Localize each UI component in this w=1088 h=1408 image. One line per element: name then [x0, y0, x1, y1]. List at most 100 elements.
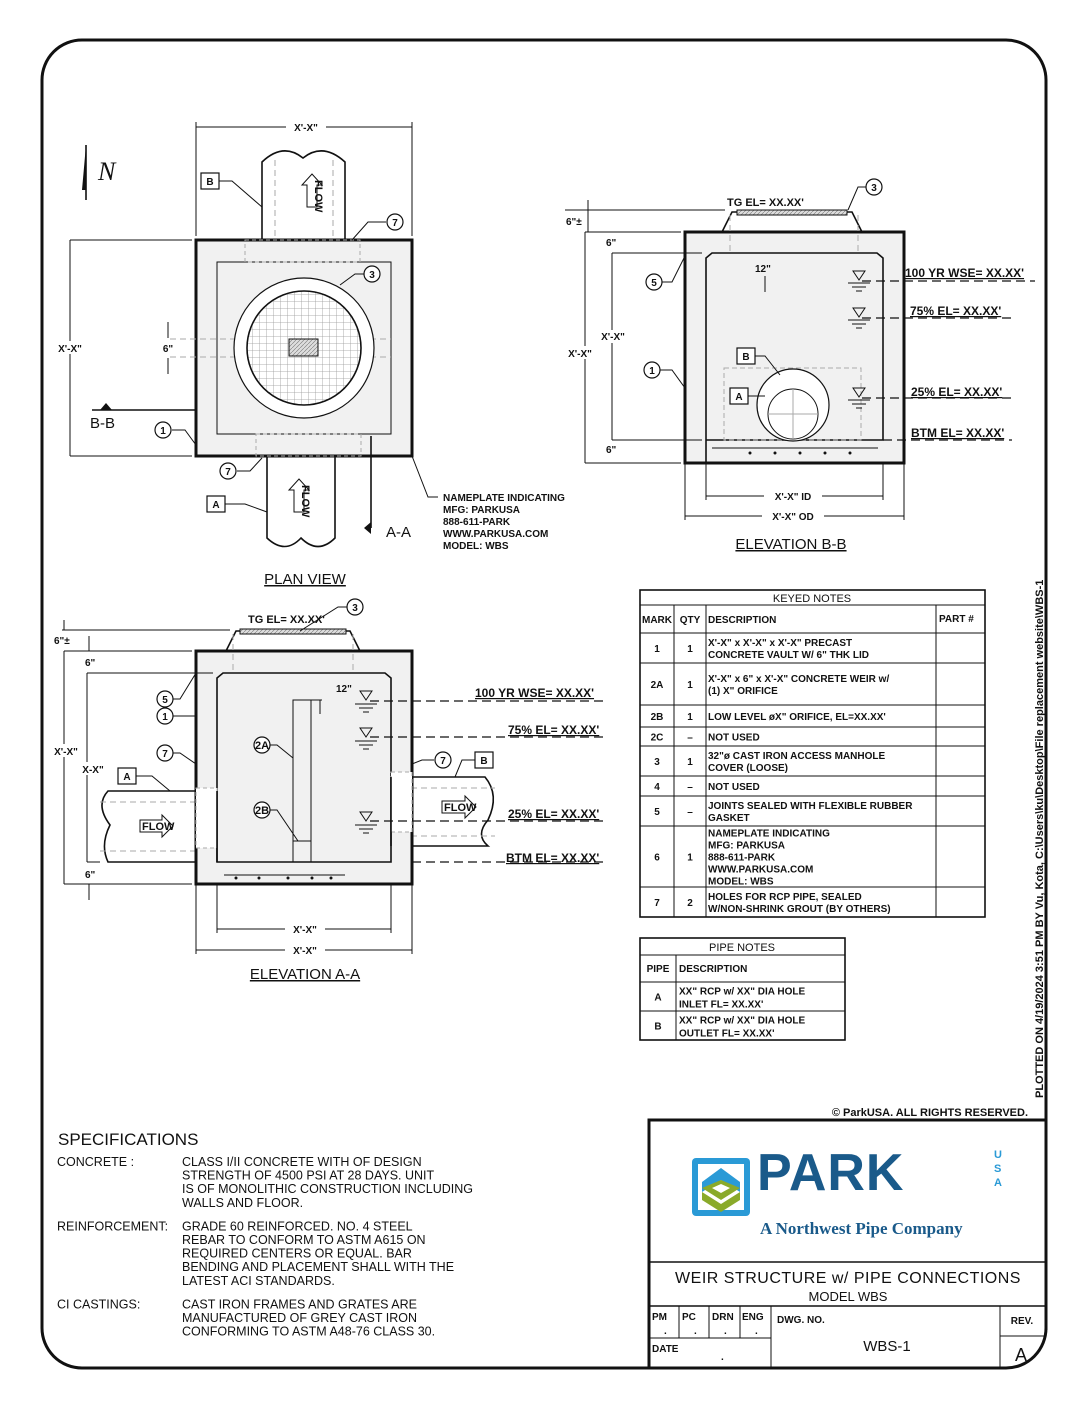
flow-label: FLOW: [299, 485, 311, 518]
date-value: .: [721, 1352, 724, 1363]
svg-text:888-611-PARK: 888-611-PARK: [443, 517, 511, 528]
pc-label: PC: [682, 1312, 696, 1323]
outer-height-dim: X'-X": [54, 747, 78, 758]
spec-text: REQUIRED CENTERS OR EQUAL. BAR: [182, 1247, 412, 1261]
note-mark: 2B: [651, 712, 664, 723]
inner-width-dim: X'-X": [293, 925, 317, 936]
callout-7: 7: [392, 218, 398, 229]
tg-elevation: TG EL= XX.XX': [727, 197, 804, 209]
water-level-icon: [848, 387, 870, 409]
spec-text: IS OF MONOLITHIC CONSTRUCTION INCLUDING: [182, 1182, 473, 1196]
eng-label: ENG: [742, 1312, 764, 1323]
spec-text: CONFORMING TO ASTM A48-76 CLASS 30.: [182, 1325, 435, 1339]
water-level-icon: [355, 811, 377, 834]
specifications: SPECIFICATIONS CONCRETE : CLASS I/II CONC…: [57, 1130, 473, 1339]
note-qty: 1: [687, 853, 693, 864]
dim-12: 12": [755, 264, 771, 275]
callout-1: 1: [649, 366, 655, 377]
note-description: CONCRETE VAULT W/ 6" THK LID: [708, 650, 869, 661]
dwg-no: WBS-1: [863, 1338, 911, 1355]
section-aa-marker: A-A: [386, 524, 411, 541]
note-mark: 5: [654, 807, 660, 818]
spec-item: CI CASTINGS: CAST IRON FRAMES AND GRATES …: [57, 1297, 435, 1338]
callout-5: 5: [651, 278, 657, 289]
tg-elevation: TG EL= XX.XX': [248, 614, 325, 626]
note-description: NOT USED: [708, 782, 760, 793]
note-description: NAMEPLATE INDICATING: [708, 829, 830, 840]
outer-height-dim: X'-X": [568, 349, 592, 360]
spec-text: CAST IRON FRAMES AND GRATES ARE: [182, 1297, 417, 1311]
spec-text: CLASS I/II CONCRETE WITH OF DESIGN: [182, 1155, 422, 1169]
callout-7: 7: [162, 749, 168, 760]
note-mark: 2C: [651, 733, 664, 744]
note-qty: 1: [687, 712, 693, 723]
header-part: PART #: [939, 614, 974, 625]
note-description: 888-611-PARK: [708, 853, 776, 864]
spec-text: GRADE 60 REINFORCED. NO. 4 STEEL: [182, 1219, 413, 1233]
north-label: N: [97, 157, 117, 186]
spec-text: LATEST ACI STANDARDS.: [182, 1274, 335, 1288]
note-qty: 1: [687, 757, 693, 768]
keyed-note-row: 2C–NOT USED: [651, 733, 760, 744]
header-description: DESCRIPTION: [708, 615, 776, 626]
plan-length-dim: X'-X": [58, 344, 82, 355]
dim-6-top: 6": [606, 238, 617, 249]
el25-label: 25% EL= XX.XX': [508, 807, 599, 821]
plot-stamp: PLOTTED ON 4/19/2024 3:51 PM BY Vu, Kota…: [1034, 580, 1046, 1098]
note-description: 32"ø CAST IRON ACCESS MANHOLE: [708, 751, 885, 762]
spec-label: CONCRETE :: [57, 1155, 134, 1169]
water-level-icon: [355, 727, 377, 750]
pipe-id: A: [654, 993, 661, 1004]
btm-label: BTM EL= XX.XX': [911, 426, 1004, 440]
flow-label: FLOW: [312, 180, 324, 213]
note-description: X'-X" x 6" x X'-X" CONCRETE WEIR w/: [708, 674, 889, 685]
flow-arrow-icon: FLOW: [287, 478, 311, 518]
callout-7: 7: [440, 756, 446, 767]
note-mark: 3: [654, 757, 660, 768]
water-level-icon: [848, 270, 870, 292]
keyed-note-row: 5–JOINTS SEALED WITH FLEXIBLE RUBBERGASK…: [654, 801, 913, 824]
spec-text: MANUFACTURED OF GREY CAST IRON: [182, 1311, 417, 1325]
low-level-orifice: [292, 840, 312, 863]
svg-text:MODEL: WBS: MODEL: WBS: [443, 541, 509, 552]
callout-2b: 2B: [255, 805, 269, 817]
elevation-bb: TG EL= XX.XX' 6"± X'-X" 6" X'-X" 6" 12" …: [562, 178, 1035, 553]
spec-text: REBAR TO CONFORM TO ASTM A615 ON: [182, 1233, 426, 1247]
dim-6-plusminus: 6"±: [566, 217, 582, 228]
note-description: GASKET: [708, 813, 750, 824]
note-qty: 1: [687, 644, 693, 655]
plan-width-dim: X'-X": [294, 123, 318, 134]
dim-6-top: 6": [85, 658, 96, 669]
header-mark: MARK: [642, 615, 673, 626]
callout-3: 3: [871, 183, 877, 194]
pipe-tag-b: B: [742, 352, 749, 363]
elevation-bb-title: ELEVATION B-B: [735, 536, 846, 553]
water-level-icon: [848, 307, 870, 329]
note-description: WWW.PARKUSA.COM: [708, 865, 813, 876]
spec-text: BENDING AND PLACEMENT SHALL WITH THE: [182, 1260, 454, 1274]
el25-label: 25% EL= XX.XX': [911, 385, 1002, 399]
spec-text: WALLS AND FLOOR.: [182, 1196, 303, 1210]
pipe-tag-a: A: [212, 500, 219, 511]
spec-item: CONCRETE : CLASS I/II CONCRETE WITH OF DE…: [57, 1155, 473, 1210]
specifications-title: SPECIFICATIONS: [58, 1130, 198, 1149]
elevation-aa-title: ELEVATION A-A: [250, 966, 360, 983]
pipe-description: INLET FL= XX.XX': [679, 1000, 763, 1011]
note-mark: 6: [654, 853, 660, 864]
note-description: HOLES FOR RCP PIPE, SEALED: [708, 892, 862, 903]
svg-text:MFG: PARKUSA: MFG: PARKUSA: [443, 505, 520, 516]
outer-width-dim: X'-X" OD: [772, 512, 814, 523]
wse-label: 100 YR WSE= XX.XX': [905, 266, 1024, 280]
note-mark: 2A: [651, 680, 664, 691]
inner-width-dim: X'-X" ID: [775, 492, 812, 503]
header-qty: QTY: [680, 615, 701, 626]
flow-arrow-icon: FLOW: [139, 813, 175, 839]
note-mark: 1: [654, 644, 660, 655]
spec-label: CI CASTINGS:: [57, 1297, 140, 1311]
flow-label: FLOW: [444, 802, 477, 814]
note-description: W/NON-SHRINK GROUT (BY OTHERS): [708, 904, 891, 915]
dim-6-plusminus: 6"±: [54, 636, 70, 647]
